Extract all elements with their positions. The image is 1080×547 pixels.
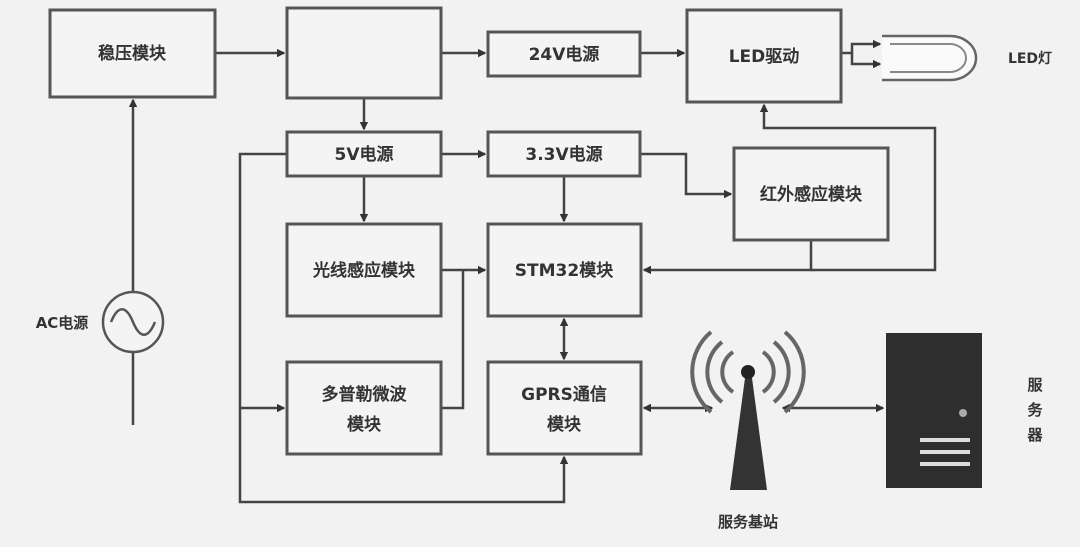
regulator-block: 稳压模块 <box>48 8 217 99</box>
server-label-3: 器 <box>1026 426 1043 444</box>
arrow-led-driver-to-lamp-1 <box>841 44 880 55</box>
server-label-2: 务 <box>1027 401 1043 419</box>
arrow-3v3-to-infrared <box>640 152 731 194</box>
power-5v-block: 5V电源 <box>285 130 443 178</box>
blank-block <box>285 6 443 100</box>
light-sensor-block: 光线感应模块 <box>285 222 443 318</box>
power-24v-label: 24V电源 <box>529 44 600 65</box>
server-icon <box>886 333 982 488</box>
base-station-label: 服务基站 <box>718 513 778 531</box>
doppler-label-1: 多普勒微波 <box>322 384 408 405</box>
light-sensor-label: 光线感应模块 <box>312 260 416 281</box>
arrow-led-driver-to-lamp-2 <box>850 53 880 64</box>
led-driver-block: LED驱动 <box>685 8 843 104</box>
antenna-tower-icon <box>690 330 806 490</box>
arrow-to-led-driver <box>764 105 937 272</box>
arrow-5v-to-gprs <box>238 152 564 504</box>
doppler-block: 多普勒微波 模块 <box>285 360 443 456</box>
led-lamp-label: LED灯 <box>1008 50 1052 67</box>
ac-label: AC电源 <box>36 314 89 332</box>
infrared-label: 红外感应模块 <box>760 184 863 205</box>
infrared-block: 红外感应模块 <box>732 146 890 242</box>
gprs-label-2: 模块 <box>547 414 582 435</box>
doppler-label-2: 模块 <box>347 414 382 435</box>
led-lamp-icon <box>882 34 978 82</box>
server-label-1: 服 <box>1027 376 1043 394</box>
connections <box>133 44 937 504</box>
gprs-block: GPRS通信 模块 <box>486 360 643 456</box>
line-doppler-to-stm32 <box>441 270 465 410</box>
arrow-infrared-to-stm32 <box>644 240 813 270</box>
regulator-label: 稳压模块 <box>98 43 167 64</box>
power-3v3-block: 3.3V电源 <box>486 130 642 178</box>
stm32-block: STM32模块 <box>486 222 643 318</box>
gprs-label-1: GPRS通信 <box>521 384 607 405</box>
power-24v-block: 24V电源 <box>486 30 642 78</box>
power-3v3-label: 3.3V电源 <box>525 144 602 165</box>
ac-source-icon <box>101 290 165 354</box>
led-driver-label: LED驱动 <box>729 47 800 67</box>
power-5v-label: 5V电源 <box>335 144 394 165</box>
stm32-label: STM32模块 <box>515 260 614 281</box>
